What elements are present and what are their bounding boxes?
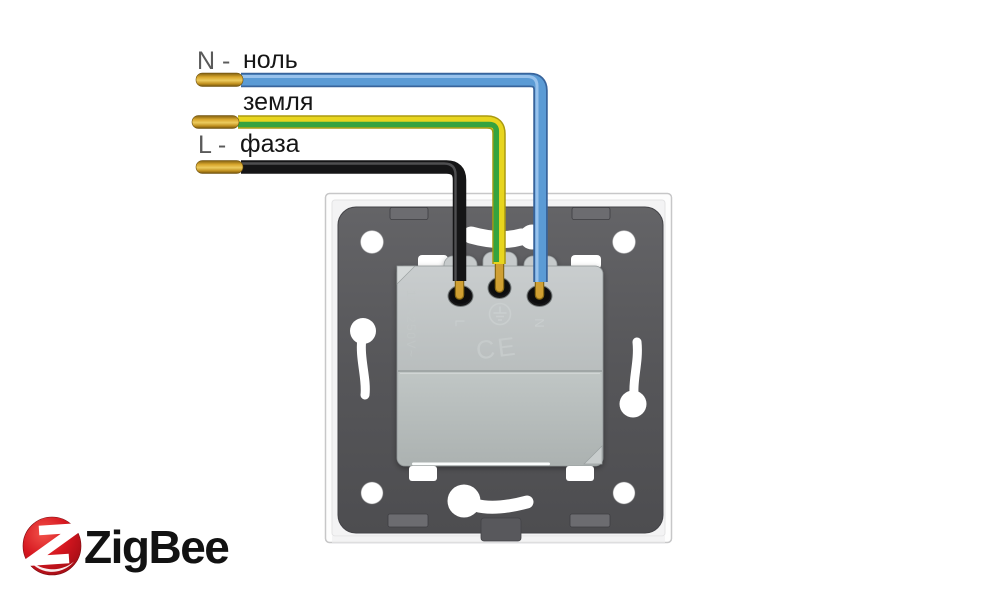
line-label: фаза [240,130,300,158]
line-label-prefix: L - [198,131,227,159]
ground-wire [238,115,506,264]
ground-wire-tip [191,115,240,129]
copper-tips [191,72,244,174]
plate-tab [389,207,429,220]
corner-hole [612,481,636,505]
earth-ground-icon [488,302,512,326]
module-tab [566,466,594,481]
line-wire-tip [195,160,244,174]
terminal-mark-n: N [532,318,547,327]
module-corner-fold [396,265,416,285]
corner-hole [360,481,384,505]
line-wire [241,160,467,281]
plate-tab [569,513,611,528]
module-tab [409,466,437,481]
module-lower-section [398,372,602,465]
corner-hole [612,230,636,254]
terminal-mark-l: L [453,319,468,326]
corner-hole [360,230,384,254]
plate-bottom-tab [480,517,522,542]
module-corner-fold [583,445,603,465]
neutral-label: ноль [243,46,298,74]
plate-tab [571,207,611,220]
ground-label: земля [243,88,314,116]
neutral-wire [241,72,548,282]
module-markings: L N CE 16A250V~ [404,290,547,365]
rating-text: 16A250V~ [404,290,418,358]
zigbee-wordmark: ZigBee [84,521,230,573]
plate-slot [418,255,448,269]
zigbee-z-icon [14,516,94,576]
neutral-label-prefix: N - [197,47,231,75]
module-bottom-highlight [412,462,550,466]
plate-slot [571,255,601,269]
neutral-wire-tip [195,72,244,87]
plate-tab [387,513,429,528]
ce-mark: CE [474,331,519,366]
